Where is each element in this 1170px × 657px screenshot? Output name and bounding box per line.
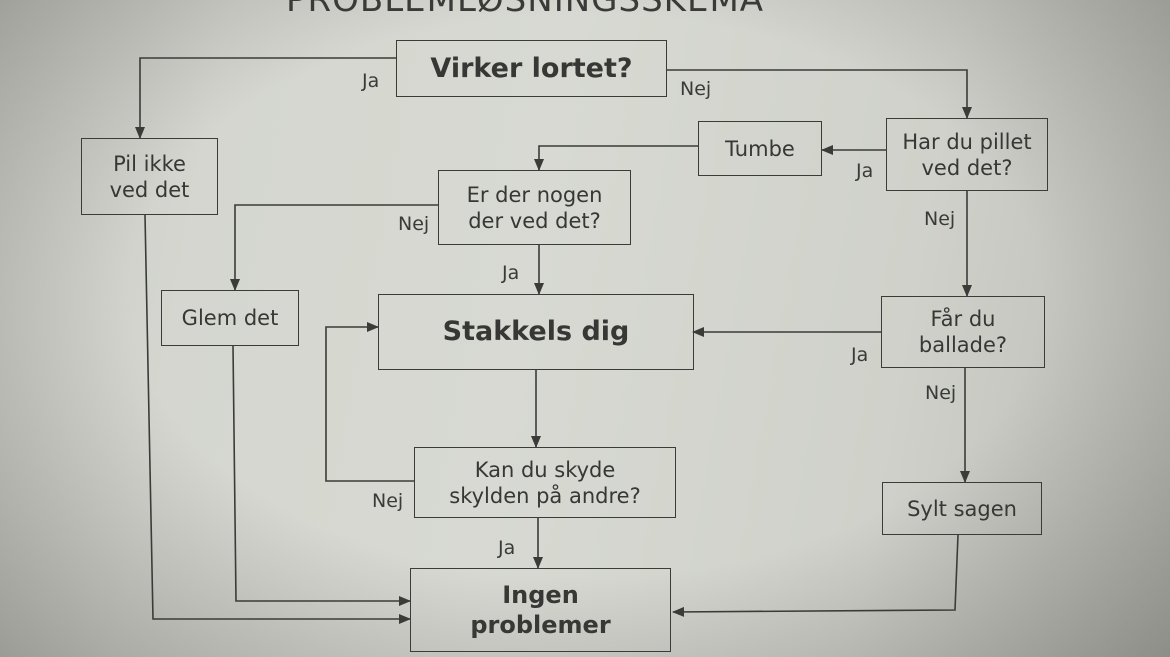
edge-virker-nej <box>666 69 972 119</box>
node-har-pillet: Har du pillet ved det? <box>886 118 1048 191</box>
label-er-der-nej: Nej <box>398 213 430 235</box>
edge-tumbe-erder <box>534 145 698 171</box>
label-faar-ja: Ja <box>851 344 869 366</box>
node-glem-det: Glem det <box>161 290 299 346</box>
label-virker-nej: Nej <box>680 78 712 100</box>
node-pil-ikke: Pil ikke ved det <box>81 138 218 215</box>
label-virker-ja: Ja <box>362 70 380 92</box>
edge-virker-ja <box>135 57 396 139</box>
node-tumbe: Tumbe <box>698 121 822 176</box>
edge-pilikke-ingen <box>144 214 411 624</box>
node-ingen-problemer: Ingen problemer <box>410 568 671 652</box>
node-virker-lortet: Virker lortet? <box>396 40 667 97</box>
label-har-pillet-ja: Ja <box>856 160 874 182</box>
chart-title: PROBLEMLØSNINGSSKEMA <box>286 0 765 20</box>
edge-glem-ingen <box>232 345 411 606</box>
label-kan-du-nej: Nej <box>372 490 404 512</box>
node-er-der-nogen: Er der nogen der ved det? <box>438 170 631 245</box>
node-stakkels-dig: Stakkels dig <box>378 294 694 370</box>
node-kan-du-skyde: Kan du skyde skylden på andre? <box>414 447 676 518</box>
node-sylt-sagen: Sylt sagen <box>882 482 1042 535</box>
edge-kandu-nej <box>325 322 414 482</box>
label-er-der-ja: Ja <box>502 262 520 284</box>
label-har-pillet-nej: Nej <box>924 208 956 230</box>
node-faar-du-ballade: Får du ballade? <box>881 296 1045 368</box>
label-faar-nej: Nej <box>925 382 957 404</box>
label-kan-du-ja: Ja <box>498 537 516 559</box>
edge-erder-nej <box>230 204 438 291</box>
edge-sylt-ingen <box>672 534 959 617</box>
